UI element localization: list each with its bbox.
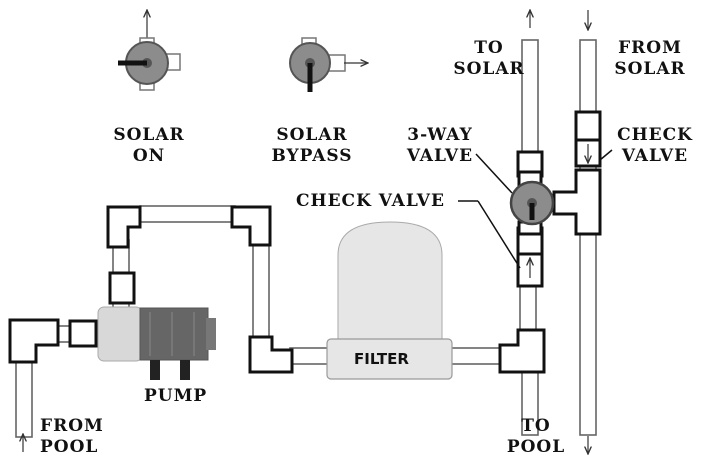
- check-valve-left: [516, 226, 544, 288]
- leader-lines: [458, 149, 613, 269]
- solar-on-valve-icon: [118, 10, 181, 91]
- check-valve-right-label: CHECK VALVE: [617, 125, 693, 166]
- pump-label: PUMP: [144, 386, 208, 406]
- flow-arrows: [23, 10, 588, 454]
- from-solar-label: FROM SOLAR: [614, 38, 686, 79]
- three-way-valve: [509, 170, 555, 236]
- filter: [326, 221, 453, 380]
- to-solar-label: TO SOLAR: [453, 38, 525, 79]
- pump: [97, 306, 216, 380]
- elbow-fittings: [8, 205, 546, 374]
- filter-label: FILTER: [354, 350, 409, 368]
- from-pool-label: FROM POOL: [40, 416, 104, 457]
- tee-fitting: [552, 168, 602, 236]
- check-valve-left-label: CHECK VALVE: [296, 191, 445, 211]
- pipes: [15, 39, 597, 438]
- solar-on-label: SOLAR ON: [113, 125, 185, 166]
- to-pool-label: TO POOL: [506, 416, 566, 457]
- three-way-valve-label: 3-WAY VALVE: [406, 125, 474, 166]
- solar-bypass-valve-icon: [289, 37, 368, 92]
- solar-bypass-label: SOLAR BYPASS: [271, 125, 353, 166]
